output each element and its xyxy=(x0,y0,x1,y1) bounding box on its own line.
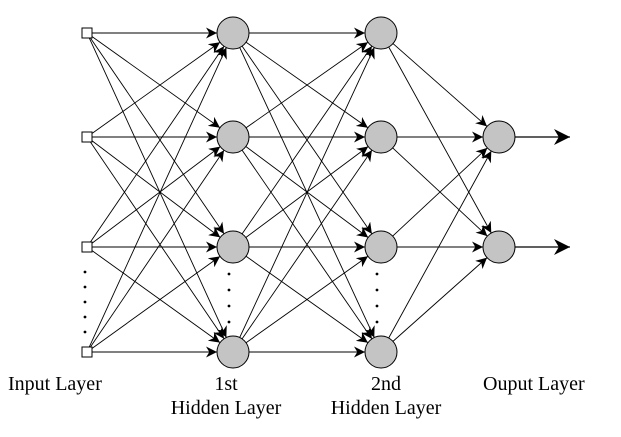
ellipsis-dot xyxy=(83,270,87,274)
hidden-neuron xyxy=(216,230,250,264)
ellipsis-dot xyxy=(227,288,231,292)
ellipsis-dot xyxy=(375,272,379,276)
input-node xyxy=(81,27,93,39)
ellipsis-dot xyxy=(83,300,87,304)
ellipsis-dot xyxy=(375,304,379,308)
connections xyxy=(88,27,570,358)
connection-arrow xyxy=(245,255,369,344)
hidden-neuron xyxy=(364,230,398,264)
connection-arrow xyxy=(90,139,221,238)
connection-arrow xyxy=(239,47,375,338)
connection-arrow xyxy=(90,41,221,135)
connection-arrow xyxy=(89,36,225,235)
connection-arrow xyxy=(388,150,492,339)
input-node xyxy=(81,131,93,143)
connection-arrow xyxy=(89,140,225,340)
connection-arrow xyxy=(90,249,221,344)
ellipsis-dot xyxy=(375,320,379,324)
ellipsis-dot xyxy=(227,320,231,324)
connection-arrow xyxy=(245,41,369,129)
connection-arrow xyxy=(90,146,221,245)
ellipsis-dot xyxy=(83,315,87,319)
hidden-neuron xyxy=(216,16,250,50)
connection-arrow xyxy=(90,35,221,129)
connection-arrow xyxy=(392,43,488,127)
ellipsis-dot xyxy=(83,285,87,289)
hidden-neuron xyxy=(364,335,398,369)
connection-arrow xyxy=(88,47,227,348)
neurons xyxy=(81,16,516,369)
output-layer-label: Ouput Layer xyxy=(483,373,585,395)
input-layer-label: Input Layer xyxy=(8,373,102,395)
hidden-neuron xyxy=(216,120,250,154)
connection-arrow xyxy=(89,149,225,349)
connection-arrow xyxy=(392,147,488,237)
output-neuron xyxy=(482,120,516,154)
second-hidden-layer-label: 2nd Hidden Layer xyxy=(330,373,442,419)
connection-arrow xyxy=(392,257,488,342)
ellipsis-dot xyxy=(227,272,231,276)
connection-arrow xyxy=(88,37,227,338)
hidden-neuron xyxy=(216,335,250,369)
hidden-neuron xyxy=(364,120,398,154)
ellipsis-dot xyxy=(375,288,379,292)
connection-arrow xyxy=(241,45,373,235)
input-node xyxy=(81,241,93,253)
connection-arrow xyxy=(89,45,225,244)
first-hidden-layer-label: 1st Hidden Layer xyxy=(170,373,282,419)
hidden-neuron xyxy=(364,16,398,50)
connection-arrow xyxy=(90,255,221,350)
ellipsis-dot xyxy=(83,330,87,334)
ellipsis-marks xyxy=(83,270,379,334)
output-neuron xyxy=(482,230,516,264)
input-node xyxy=(81,346,93,358)
connection-arrow xyxy=(388,46,492,234)
connection-arrow xyxy=(241,149,373,340)
ellipsis-dot xyxy=(227,304,231,308)
